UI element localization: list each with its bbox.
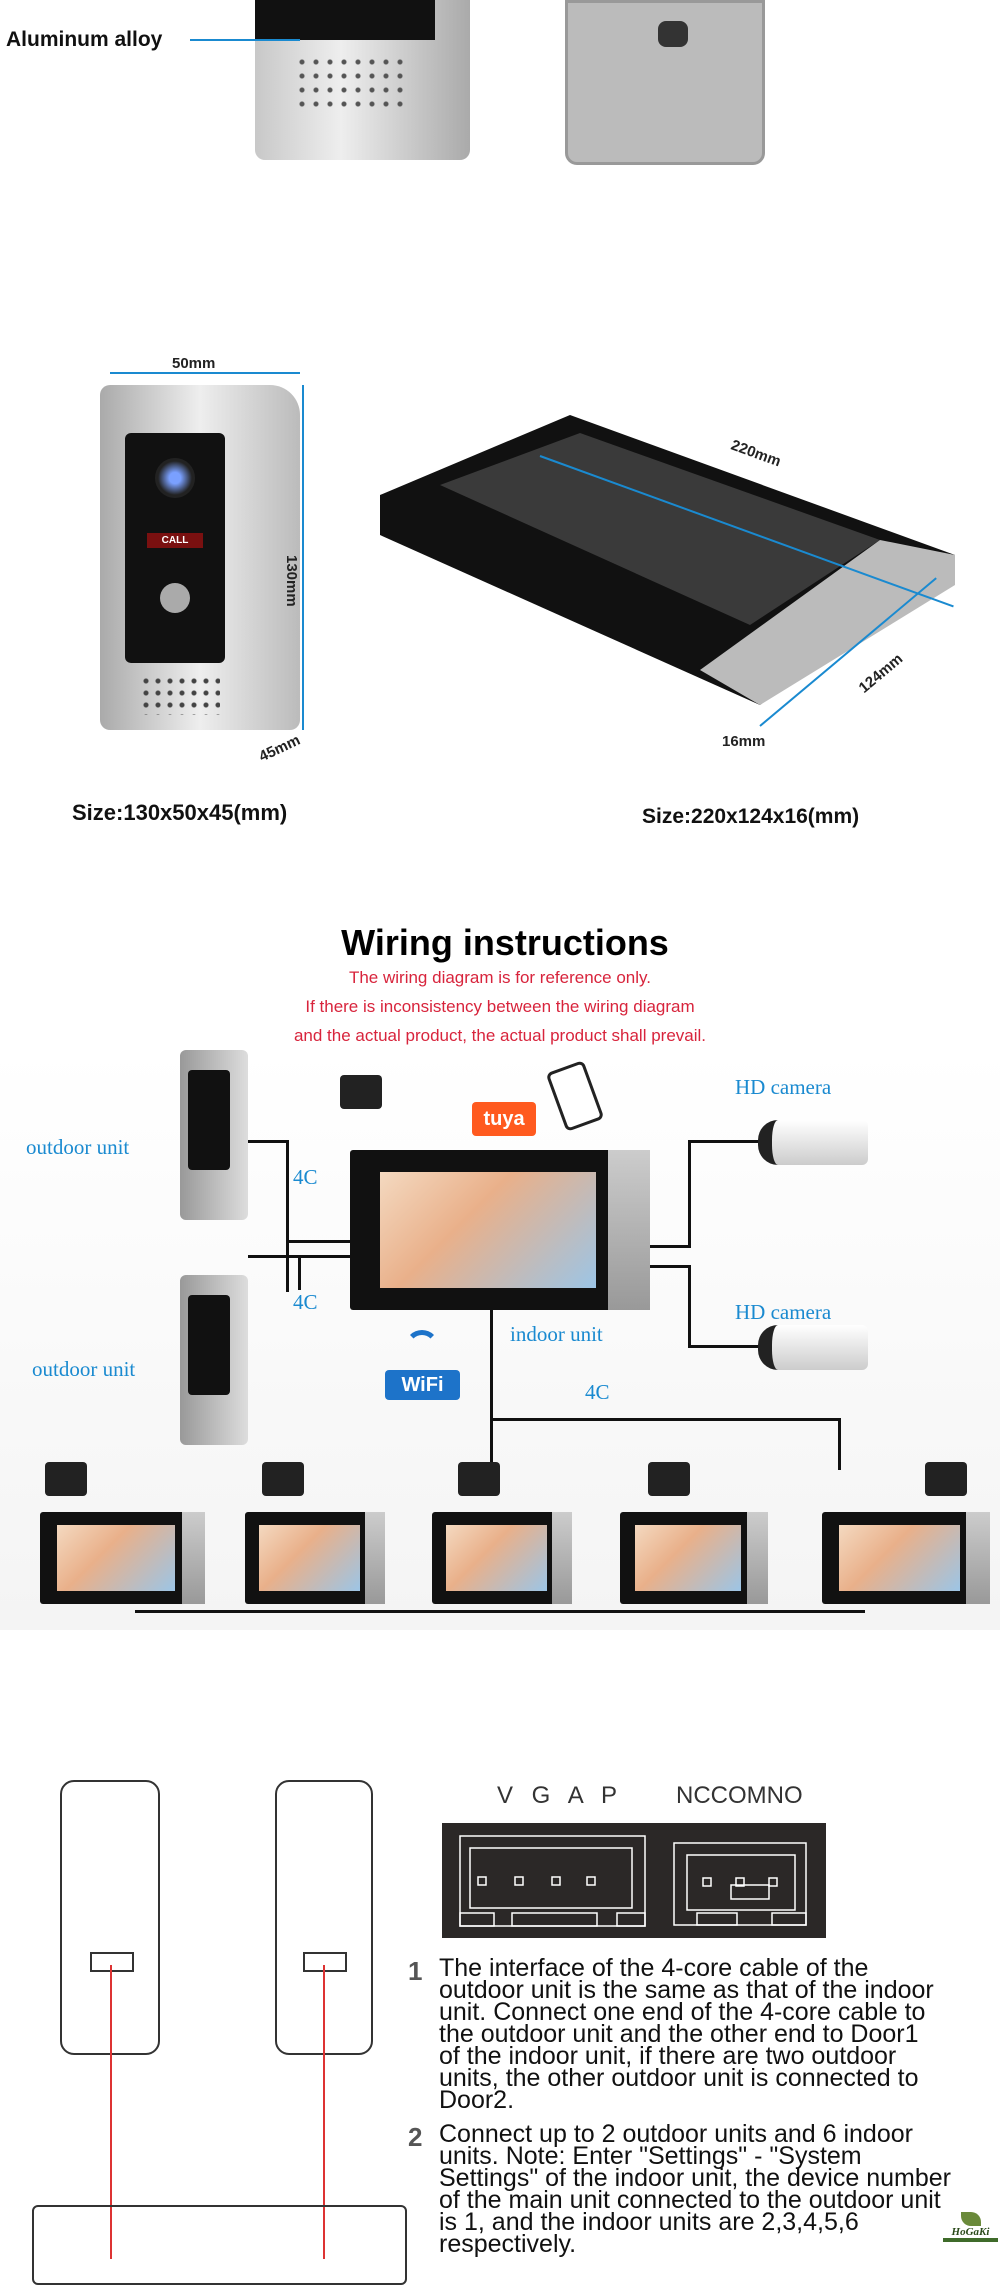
power-adapter-icon	[458, 1462, 500, 1496]
indoor-depth-label: 16mm	[722, 733, 766, 750]
power-adapter-icon	[648, 1462, 690, 1496]
smartphone-app-icon	[545, 1060, 605, 1132]
power-adapter-icon	[262, 1462, 304, 1496]
call-label: CALL	[147, 533, 203, 548]
extension-indoor-unit-5	[822, 1512, 990, 1604]
wiring-note-1: The wiring diagram is for reference only…	[348, 968, 652, 987]
extension-indoor-unit-2	[245, 1512, 385, 1604]
main-indoor-unit-image	[350, 1150, 650, 1310]
outdoor-depth-label: 45mm	[256, 731, 303, 766]
hogaki-logo: HoGaKi	[943, 2212, 998, 2252]
wifi-icon	[405, 1330, 439, 1364]
wiring-note-3: and the actual product, the actual produ…	[293, 1026, 707, 1045]
step-1-number: 1	[408, 1956, 423, 1986]
pins-right-label: NCCOMNO	[676, 1782, 803, 1809]
wiring-note-2: If there is inconsistency between the wi…	[305, 997, 695, 1016]
wiring-title: Wiring instructions	[341, 922, 669, 963]
outdoor-unit-2-image	[180, 1275, 248, 1445]
outdoor-unit-2-label: outdoor unit	[32, 1357, 136, 1381]
outdoor-unit-front-photo	[255, 0, 470, 160]
outdoor-height-label: 130mm	[283, 555, 300, 607]
hd-camera-1-label: HD camera	[735, 1075, 832, 1099]
indoor-size-label: Size:220x124x16(mm)	[642, 805, 860, 828]
connector-diagram	[442, 1823, 826, 1938]
outdoor-width-label: 50mm	[172, 355, 216, 372]
outdoor-unit-1-label: outdoor unit	[26, 1135, 130, 1159]
cable-label-1: 4C	[293, 1165, 318, 1189]
extension-indoor-unit-3	[432, 1512, 572, 1604]
pins-left-label: V G A P	[497, 1782, 624, 1809]
material-label: Aluminum alloy	[6, 28, 163, 51]
power-adapter-icon	[340, 1075, 382, 1109]
step-2-number: 2	[408, 2122, 423, 2152]
indoor-unit-dimension-photo	[380, 415, 955, 705]
extension-indoor-unit-4	[620, 1512, 768, 1604]
outdoor-unit-1-image	[180, 1050, 248, 1220]
outdoor-size-label: Size:130x50x45(mm)	[72, 800, 288, 825]
tuya-logo: tuya	[472, 1102, 536, 1136]
step-2-text: Connect up to 2 outdoor units and 6 indo…	[439, 2120, 951, 2258]
power-adapter-icon	[925, 1462, 967, 1496]
indoor-unit-label: indoor unit	[510, 1322, 603, 1346]
call-button	[160, 583, 190, 613]
cable-label-2: 4C	[293, 1290, 318, 1314]
indoor-back-panel	[32, 2205, 407, 2285]
wiring-diagram: outdoor unit outdoor unit 4C 4C 4C indoo…	[0, 1050, 1000, 1630]
power-adapter-icon	[45, 1462, 87, 1496]
step-1-text: The interface of the 4-core cable of the…	[439, 1954, 934, 2114]
wifi-logo: WiFi	[385, 1370, 460, 1400]
material-pointer-line	[190, 39, 300, 41]
hd-camera-2-label: HD camera	[735, 1300, 832, 1324]
outdoor-unit-dimension-photo: CALL	[100, 385, 300, 730]
hd-camera-2-image	[758, 1325, 868, 1370]
cable-label-3: 4C	[585, 1380, 610, 1404]
hd-camera-1-image	[758, 1120, 868, 1165]
extension-indoor-unit-1	[40, 1512, 205, 1604]
outdoor-unit-back-photo	[565, 0, 765, 165]
